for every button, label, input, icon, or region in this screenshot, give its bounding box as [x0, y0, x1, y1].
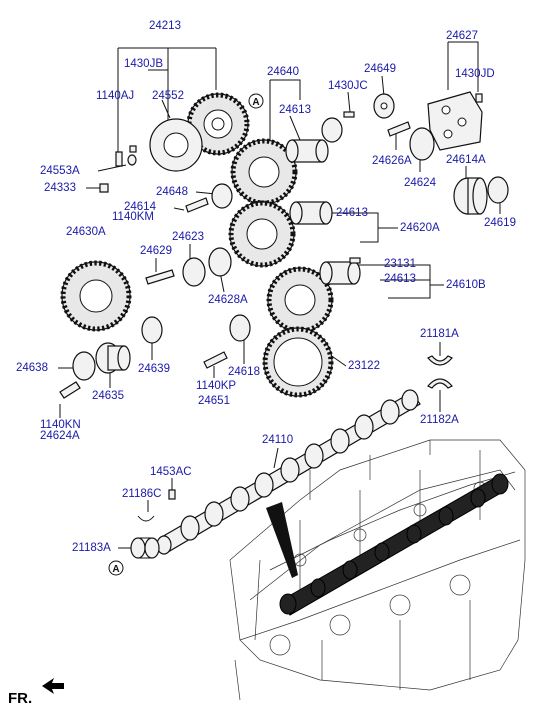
- gear-24213: [186, 92, 250, 156]
- callout-24553a: 24553A: [40, 165, 80, 177]
- clip-21186c: [137, 515, 155, 522]
- callout-24639: 24639: [138, 363, 170, 375]
- callout-24638: 24638: [16, 362, 48, 374]
- ref-marker-top: A: [248, 93, 264, 109]
- installed-camshaft: [279, 473, 509, 616]
- callout-24552: 24552: [152, 90, 184, 102]
- bolts: [59, 93, 483, 399]
- camshaft: [156, 389, 421, 555]
- callout-24613-top: 24613: [279, 104, 311, 116]
- disc-24639: [141, 316, 163, 344]
- gear-24620a: [228, 200, 296, 268]
- callout-24627: 24627: [446, 30, 478, 42]
- plate-24552: [149, 118, 203, 172]
- callout-24614a: 24614A: [446, 154, 486, 166]
- callout-24614: 24614: [124, 201, 156, 213]
- callout-24624a: 24624A: [40, 430, 80, 442]
- callout-24635: 24635: [92, 390, 124, 402]
- callout-24651: 24651: [198, 395, 230, 407]
- ref-marker-bottom: A: [108, 560, 124, 576]
- callout-1453ac: 1453AC: [150, 466, 192, 478]
- callout-24613-mid: 24613: [336, 207, 368, 219]
- callout-24333: 24333: [44, 182, 76, 194]
- front-direction-label: FR.: [8, 690, 33, 707]
- hub-24614a: [453, 177, 488, 215]
- callout-21183a: 21183A: [72, 542, 111, 554]
- callout-21181a: 21181A: [420, 328, 459, 340]
- bracket-24627: [427, 91, 483, 151]
- disc-24649: [373, 93, 395, 119]
- fr-arrow-icon: [42, 678, 64, 694]
- callout-24618: 24618: [228, 366, 260, 378]
- callout-24613-low: 24613: [384, 273, 416, 285]
- callout-24623: 24623: [172, 231, 204, 243]
- hub-24624: [409, 127, 435, 161]
- callout-24619: 24619: [484, 217, 516, 229]
- pin-1453ac: [168, 489, 176, 500]
- callout-1140kn: 1140KN: [40, 419, 81, 431]
- callout-1430jc: 1430JC: [328, 80, 368, 92]
- disc-24648: [211, 183, 233, 209]
- callout-24624: 24624: [404, 177, 436, 189]
- callout-24110: 24110: [262, 434, 294, 446]
- bearing-shell-21182a: [427, 378, 453, 389]
- svg-text:A: A: [112, 564, 119, 575]
- callout-21186c: 21186C: [122, 488, 162, 500]
- callout-24626a: 24626A: [372, 155, 412, 167]
- callout-1140km: 1140KM: [112, 211, 154, 223]
- disc-24618: [229, 314, 251, 342]
- disc-24636: [321, 117, 343, 143]
- callout-1140aj: 1140AJ: [96, 90, 135, 102]
- callout-1430jb: 1430JB: [124, 58, 164, 70]
- cylinder-head: [229, 439, 526, 701]
- disc-24619: [487, 176, 509, 204]
- callout-21182a: 21182A: [420, 414, 459, 426]
- callout-1140kp: 1140KP: [196, 380, 237, 392]
- callout-24648: 24648: [156, 186, 188, 198]
- gear-24610b: [266, 266, 334, 334]
- callout-24628a: 24628A: [208, 294, 248, 306]
- callout-24610b: 24610B: [446, 279, 486, 291]
- callout-24629: 24629: [140, 245, 172, 257]
- callout-24630a: 24630A: [66, 226, 106, 238]
- callout-24213: 24213: [149, 20, 181, 32]
- bush-24613-mid: [289, 201, 333, 225]
- svg-text:A: A: [252, 97, 259, 108]
- callout-1430jd: 1430JD: [455, 68, 495, 80]
- bearing-shell-21181a: [427, 355, 453, 366]
- callout-24640: 24640: [267, 66, 299, 78]
- disc-24638: [72, 351, 96, 381]
- hub-24635: [95, 342, 131, 374]
- bush-24613-low: [319, 261, 361, 285]
- callout-23131: 23131: [384, 258, 416, 270]
- gear-23122: [262, 326, 334, 398]
- callout-24649: 24649: [364, 63, 396, 75]
- bush-21183a: [130, 537, 160, 559]
- bush-24613-top: [285, 139, 329, 163]
- gear-24630a: [60, 260, 132, 332]
- disc-24628a: [182, 247, 232, 287]
- callout-24620a: 24620A: [400, 222, 440, 234]
- callout-23122: 23122: [348, 360, 380, 372]
- insertion-arrow: [266, 502, 298, 578]
